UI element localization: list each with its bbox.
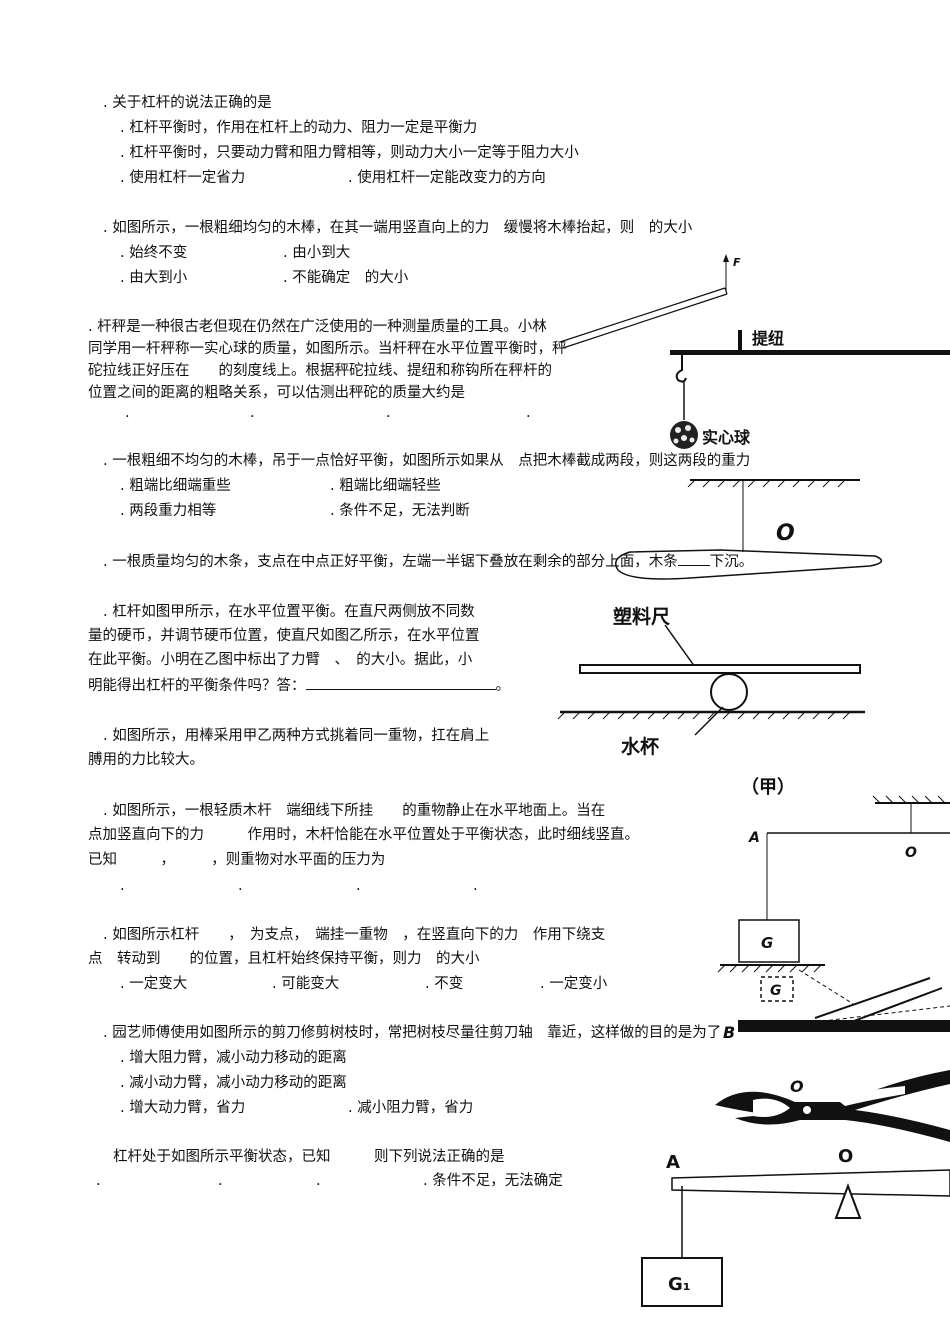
q3-line-2: 同学用一杆秤称一实心球的质量，如图所示。当杆秤在水平位置平衡时，秤 bbox=[88, 341, 567, 357]
q4-option-d: . 条件不足，无法判断 bbox=[330, 503, 470, 519]
q11-option-c: . bbox=[316, 1173, 321, 1189]
q10-stem: . 园艺师傅使用如图所示的剪刀修剪树枝时，常把树枝尽量往剪刀轴 靠近，这样做的目… bbox=[103, 1025, 722, 1041]
q4-pivot-label: O bbox=[776, 521, 795, 546]
q6-question: 明能得出杠杆的平衡条件吗？答： bbox=[88, 678, 306, 694]
q11-option-d: . 条件不足，无法确定 bbox=[423, 1173, 563, 1189]
q10-scissors-figure: O bbox=[715, 1070, 950, 1142]
q6-line-3: 在此平衡。小明在乙图中标出了力臂 、 的大小。据此，小 bbox=[88, 652, 473, 668]
q6-answer-blank[interactable] bbox=[305, 677, 496, 690]
q7-line-2: 膊用的力比较大。 bbox=[88, 752, 204, 768]
q2-option-d: . 不能确定 的大小 bbox=[283, 270, 409, 286]
q3-ball-label: 实心球 bbox=[702, 428, 751, 447]
q4-option-c: . 两段重力相等 bbox=[120, 503, 217, 519]
q9-option-a: . 一定变大 bbox=[120, 976, 188, 992]
q8-point-a: A bbox=[748, 830, 760, 846]
q3-option-c: . bbox=[386, 405, 391, 421]
q9-option-c: . 不变 bbox=[425, 976, 464, 992]
q9-lever-figure: B bbox=[723, 977, 950, 1042]
q6-line-2: 量的硬币，并调节硬币位置，使直尺如图乙所示，在水平位置 bbox=[88, 628, 480, 644]
q9-line-2: 点 转动到 的位置，且杠杆始终保持平衡，则力 的大小 bbox=[88, 951, 480, 967]
q2-stem: . 如图所示，一根粗细均匀的木棒，在其一端用竖直向上的力 缓慢将木棒抬起，则 的… bbox=[103, 220, 693, 236]
q4-stem: . 一根粗细不均匀的木棒，吊于一点恰好平衡，如图所示如果从 点把木棒截成两段，则… bbox=[103, 453, 751, 469]
q10-option-c: . 增大动力臂，省力 bbox=[120, 1100, 246, 1116]
q6-cup-label: 水杯 bbox=[621, 735, 659, 758]
q2-force-label: F bbox=[733, 256, 741, 269]
q6-line-4: 明能得出杠杆的平衡条件吗？答： 。 bbox=[88, 677, 510, 695]
q6-ruler-figure: 塑料尺 水杯 （甲） bbox=[557, 605, 865, 798]
q11-weight-g1: G₁ bbox=[668, 1274, 691, 1295]
q8-line-1: . 如图所示，一根轻质木杆 端细线下所挂 的重物静止在水平地面上。当在 bbox=[103, 803, 606, 819]
q5-stem: . 一根质量均匀的木条，支点在中点正好平衡，左端一半锯下叠放在剩余的部分上面，木… bbox=[103, 553, 753, 571]
q10-option-d: . 减小阻力臂，省力 bbox=[348, 1100, 474, 1116]
q6-ruler-label: 塑料尺 bbox=[613, 605, 670, 628]
q9-line-1: . 如图所示杠杆 ， 为支点， 端挂一重物 ，在竖直向下的力 作用下绕支 bbox=[103, 927, 606, 943]
q11-point-o: O bbox=[838, 1146, 853, 1167]
q8-option-c: . bbox=[356, 878, 361, 894]
q11-stem: 杠杆处于如图所示平衡状态，已知 则下列说法正确的是 bbox=[113, 1149, 505, 1165]
q6-line-1: . 杠杆如图甲所示，在水平位置平衡。在直尺两侧放不同数 bbox=[103, 604, 475, 620]
q4-option-b: . 粗端比细端轻些 bbox=[330, 478, 441, 494]
q2-stick-figure: F bbox=[559, 254, 741, 349]
q8-point-o: O bbox=[905, 845, 917, 861]
q9-option-b: . 可能变大 bbox=[272, 976, 340, 992]
q10-axis-o: O bbox=[790, 1077, 804, 1096]
q9-point-b: B bbox=[723, 1023, 735, 1042]
q8-weight-g-dashed: G bbox=[770, 983, 782, 999]
q1-stem: . 关于杠杆的说法正确的是 bbox=[103, 95, 272, 111]
q2-option-a: . 始终不变 bbox=[120, 245, 188, 261]
q5-stem-text: . 一根质量均匀的木条，支点在中点正好平衡，左端一半锯下叠放在剩余的部分上面，木… bbox=[103, 554, 678, 570]
q8-lever-figure: A O G G bbox=[717, 795, 950, 1006]
q11-option-a: . bbox=[96, 1173, 101, 1189]
q5-stem-tail: 下沉。 bbox=[709, 554, 754, 570]
q8-weight-g: G bbox=[761, 934, 773, 952]
q1-option-a: . 杠杆平衡时，作用在杠杆上的动力、阻力一定是平衡力 bbox=[120, 120, 478, 136]
q3-line-3: 砣拉线正好压在 的刻度线上。根据秤砣拉线、提纽和称钩所在秤杆的 bbox=[88, 363, 552, 379]
q4-option-a: . 粗端比细端重些 bbox=[120, 478, 231, 494]
q2-option-b: . 由小到大 bbox=[283, 245, 351, 261]
q3-option-b: . bbox=[250, 405, 255, 421]
q11-point-a: A bbox=[666, 1152, 680, 1173]
q6-period: 。 bbox=[495, 678, 511, 694]
q4-uneven-stick-figure: O bbox=[615, 479, 883, 580]
q3-option-a: . bbox=[125, 405, 130, 421]
q11-lever-figure: A O G₁ bbox=[641, 1146, 950, 1307]
q10-option-b: . 减小动力臂，减小动力移动的距离 bbox=[120, 1075, 347, 1091]
q11-option-b: . bbox=[218, 1173, 223, 1189]
q1-option-c: . 使用杠杆一定省力 bbox=[120, 170, 246, 186]
q7-line-1: . 如图所示，用棒采用甲乙两种方式挑着同一重物，扛在肩上 bbox=[103, 728, 490, 744]
q9-option-d: . 一定变小 bbox=[540, 976, 608, 992]
q6-caption: （甲） bbox=[741, 777, 795, 798]
q10-option-a: . 增大阻力臂，减小动力移动的距离 bbox=[120, 1050, 347, 1066]
q5-answer-blank[interactable] bbox=[677, 553, 710, 566]
q8-line-2: 点加竖直向下的力 作用时，木杆恰能在水平位置处于平衡状态，此时细线竖直。 bbox=[88, 827, 639, 843]
q3-line-4: 位置之间的距离的粗略关系，可以估测出秤砣的质量大约是 bbox=[88, 385, 465, 401]
q1-option-b: . 杠杆平衡时，只要动力臂和阻力臂相等，则动力大小一定等于阻力大小 bbox=[120, 145, 579, 161]
q8-option-d: . bbox=[473, 878, 478, 894]
q8-option-a: . bbox=[120, 878, 125, 894]
q3-option-d: . bbox=[526, 405, 531, 421]
q8-option-b: . bbox=[238, 878, 243, 894]
q2-option-c: . 由大到小 bbox=[120, 270, 188, 286]
q3-line-1: . 杆秤是一种很古老但现在仍然在广泛使用的一种测量质量的工具。小林 bbox=[88, 319, 547, 335]
q1-option-d: . 使用杠杆一定能改变力的方向 bbox=[348, 170, 546, 186]
q3-steelyard-figure: 提纽 实心球 bbox=[670, 329, 950, 449]
q8-line-3: 已知 ， ，则重物对水平面的压力为 bbox=[88, 852, 386, 868]
q3-knob-label: 提纽 bbox=[752, 329, 784, 348]
